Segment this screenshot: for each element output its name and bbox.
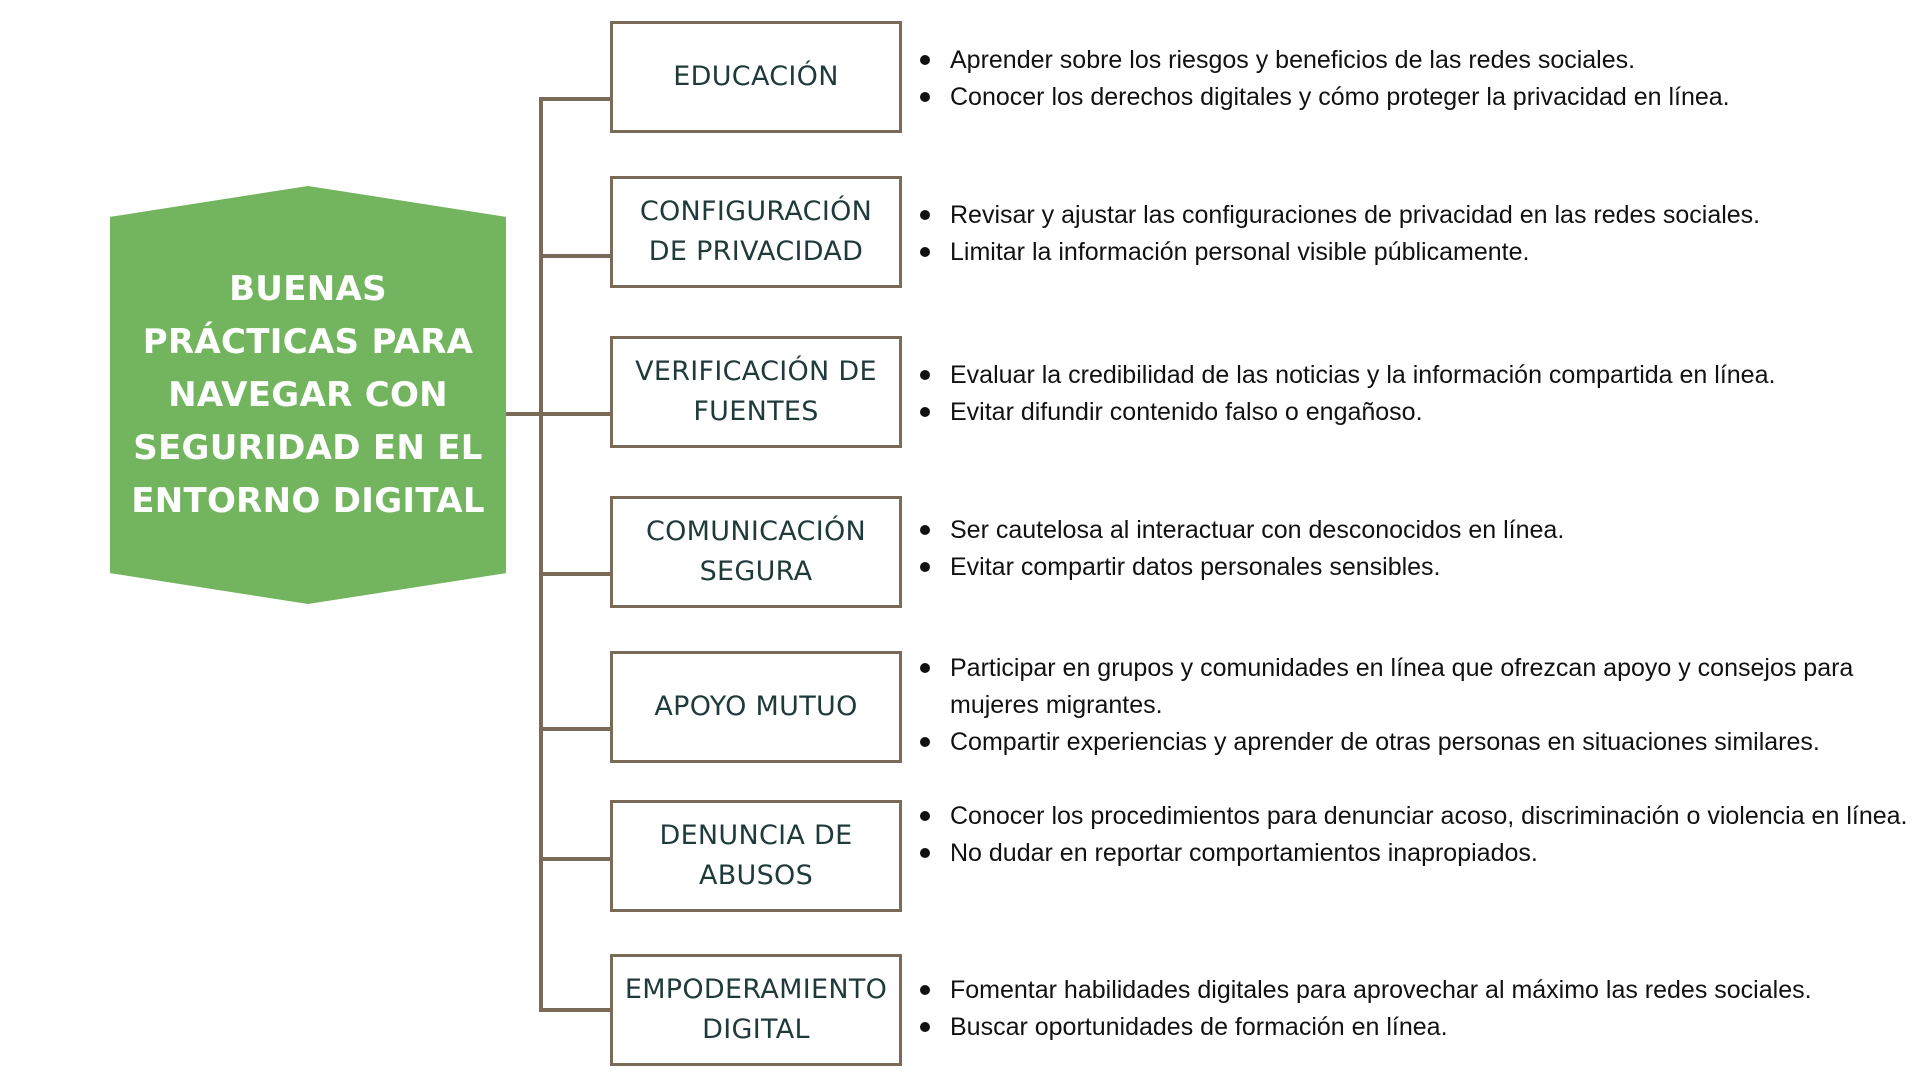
bullet-text: Evaluar la credibilidad de las noticias …: [950, 361, 1776, 389]
bullet-dot-icon: [920, 985, 930, 995]
bullet-item: Evaluar la credibilidad de las noticias …: [920, 357, 1910, 394]
bullet-dot-icon: [920, 210, 930, 220]
bullet-list: Conocer los procedimientos para denuncia…: [920, 798, 1910, 872]
bullet-dot-icon: [920, 370, 930, 380]
bullet-dot-icon: [920, 247, 930, 257]
bullet-item: No dudar en reportar comportamientos ina…: [920, 835, 1910, 872]
bullet-text: Aprender sobre los riesgos y beneficios …: [950, 46, 1636, 74]
bullet-dot-icon: [920, 737, 930, 747]
bullet-text: Ser cautelosa al interactuar con descono…: [950, 516, 1565, 544]
category-box: EMPODERAMIENTO DIGITAL: [610, 954, 902, 1066]
category-label: DENUNCIA DE ABUSOS: [659, 820, 853, 891]
category-label: EDUCACIÓN: [673, 61, 839, 92]
connector-branch: [539, 572, 611, 576]
bullet-item: Evitar difundir contenido falso o engaño…: [920, 394, 1910, 431]
bullet-list: Revisar y ajustar las configuraciones de…: [920, 197, 1910, 271]
bullet-dot-icon: [920, 55, 930, 65]
connector-branch: [539, 727, 611, 731]
bullet-item: Aprender sobre los riesgos y beneficios …: [920, 42, 1910, 79]
bullet-text: Fomentar habilidades digitales para apro…: [950, 976, 1812, 1004]
bullet-item: Buscar oportunidades de formación en lín…: [920, 1009, 1910, 1046]
bullet-dot-icon: [920, 811, 930, 821]
connector-hexagon-link: [506, 412, 541, 416]
category-box: VERIFICACIÓN DE FUENTES: [610, 336, 902, 448]
category-box: APOYO MUTUO: [610, 651, 902, 763]
bullet-list: Aprender sobre los riesgos y beneficios …: [920, 42, 1910, 116]
bullet-dot-icon: [920, 1022, 930, 1032]
bullet-text: Evitar compartir datos personales sensib…: [950, 553, 1441, 581]
bullet-item: Fomentar habilidades digitales para apro…: [920, 972, 1910, 1009]
category-box: DENUNCIA DE ABUSOS: [610, 800, 902, 912]
connector-branch: [539, 254, 611, 258]
bullet-item: Conocer los derechos digitales y cómo pr…: [920, 79, 1910, 116]
connector-trunk: [539, 97, 543, 1010]
bullet-text: Buscar oportunidades de formación en lín…: [950, 1013, 1448, 1041]
connector-branch: [539, 412, 611, 416]
bullet-list: Ser cautelosa al interactuar con descono…: [920, 512, 1910, 586]
bullet-text: Conocer los derechos digitales y cómo pr…: [950, 83, 1730, 111]
category-label: APOYO MUTUO: [654, 691, 858, 722]
bullet-item: Participar en grupos y comunidades en lí…: [920, 650, 1910, 724]
category-box: EDUCACIÓN: [610, 21, 902, 133]
category-box: COMUNICACIÓN SEGURA: [610, 496, 902, 608]
bullet-text: Conocer los procedimientos para denuncia…: [950, 802, 1908, 830]
central-hexagon: BUENAS PRÁCTICAS PARA NAVEGAR CON SEGURI…: [110, 186, 506, 604]
bullet-dot-icon: [920, 407, 930, 417]
connector-branch: [539, 857, 611, 861]
bullet-item: Compartir experiencias y aprender de otr…: [920, 724, 1910, 761]
central-title: BUENAS PRÁCTICAS PARA NAVEGAR CON SEGURI…: [131, 268, 485, 521]
bullet-dot-icon: [920, 663, 930, 673]
connector-branch: [539, 97, 611, 101]
bullet-text: Limitar la información personal visible …: [950, 238, 1530, 266]
bullet-dot-icon: [920, 92, 930, 102]
bullet-list: Participar en grupos y comunidades en lí…: [920, 650, 1910, 761]
bullet-item: Ser cautelosa al interactuar con descono…: [920, 512, 1910, 549]
bullet-list: Fomentar habilidades digitales para apro…: [920, 972, 1910, 1046]
bullet-item: Revisar y ajustar las configuraciones de…: [920, 197, 1910, 234]
bullet-item: Conocer los procedimientos para denuncia…: [920, 798, 1910, 835]
category-label: CONFIGURACIÓN DE PRIVACIDAD: [639, 196, 873, 267]
bullet-text: Participar en grupos y comunidades en lí…: [950, 654, 1854, 719]
category-box: CONFIGURACIÓN DE PRIVACIDAD: [610, 176, 902, 288]
bullet-item: Limitar la información personal visible …: [920, 234, 1910, 271]
bullet-dot-icon: [920, 562, 930, 572]
bullet-dot-icon: [920, 525, 930, 535]
bullet-text: Evitar difundir contenido falso o engaño…: [950, 398, 1423, 426]
bullet-item: Evitar compartir datos personales sensib…: [920, 549, 1910, 586]
bullet-text: No dudar en reportar comportamientos ina…: [950, 839, 1538, 867]
bullet-text: Compartir experiencias y aprender de otr…: [950, 728, 1820, 756]
bullet-text: Revisar y ajustar las configuraciones de…: [950, 201, 1761, 229]
category-label: EMPODERAMIENTO DIGITAL: [624, 974, 888, 1045]
connector-branch: [539, 1008, 611, 1012]
bullet-dot-icon: [920, 848, 930, 858]
category-label: COMUNICACIÓN SEGURA: [645, 516, 867, 587]
category-label: VERIFICACIÓN DE FUENTES: [635, 356, 877, 427]
bullet-list: Evaluar la credibilidad de las noticias …: [920, 357, 1910, 431]
